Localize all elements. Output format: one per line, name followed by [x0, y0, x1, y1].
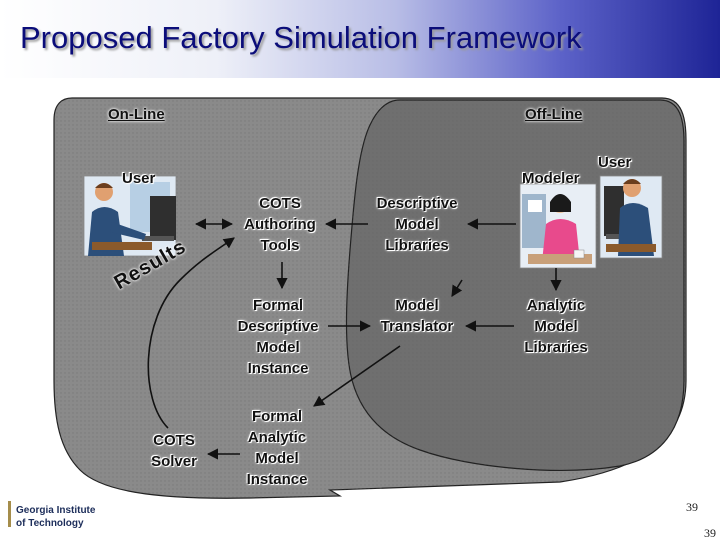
modeler-at-computer-image [519, 183, 597, 269]
online-header: On-Line [108, 106, 165, 123]
user-at-computer-left-image [83, 175, 177, 257]
arrow-translator-analytic-instance [313, 345, 401, 407]
georgia-tech-logo: Georgia Institute of Technology [6, 497, 124, 533]
arrow-libraries-translator [451, 279, 463, 297]
user-label-right: User [598, 154, 632, 171]
title-bar [0, 0, 720, 78]
page-number-corner: 39 [704, 526, 716, 540]
user-label-left: User [122, 170, 156, 187]
slide-title: Proposed Factory Simulation Framework [20, 20, 582, 55]
modeler-label: Modeler [522, 170, 580, 187]
offline-header: Off-Line [525, 106, 583, 123]
user-at-computer-right-image [599, 175, 663, 259]
svg-text:of Technology: of Technology [16, 518, 84, 529]
arrow-solver-user-results [147, 237, 235, 429]
svg-text:Georgia Institute: Georgia Institute [16, 505, 96, 516]
page-number: 39 [686, 500, 698, 514]
